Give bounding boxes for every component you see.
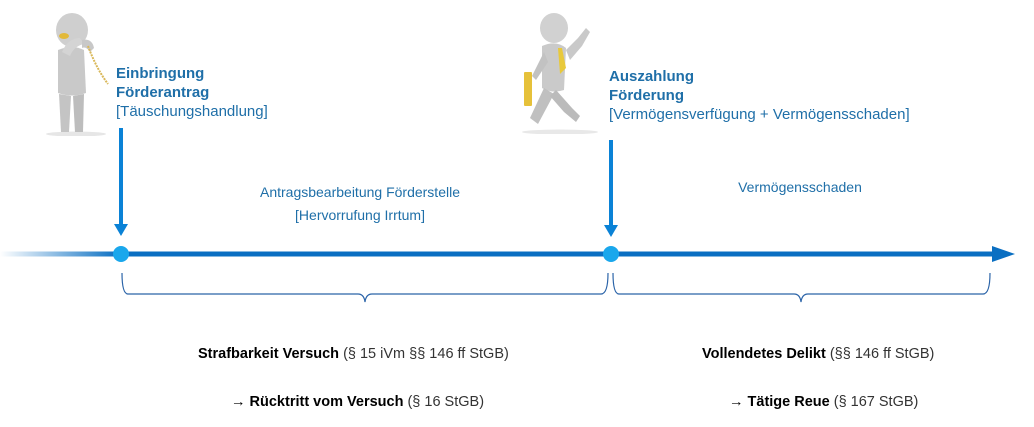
event-payout-label: Auszahlung Förderung [Vermögensverfügung… — [609, 67, 910, 124]
legal-remorse-title: Tätige Reue — [747, 394, 830, 410]
legal-completed-ref: (§§ 146 ff StGB) — [825, 346, 935, 362]
event-marker-icon — [603, 246, 619, 262]
phase-line1: Antragsbearbeitung Förderstelle — [259, 184, 460, 200]
event-title-line1: Auszahlung — [609, 68, 694, 85]
timeline-axis — [0, 246, 1015, 262]
phase-line2: [Hervorrufung Irrtum] — [295, 207, 425, 223]
arrow-down-icon — [114, 128, 128, 236]
event-marker-icon — [113, 246, 129, 262]
event-title-line2: Förderantrag — [116, 84, 210, 101]
event-submission-label: Einbringung Förderantrag [Täuschungshand… — [116, 64, 268, 121]
legal-attempt-title: Strafbarkeit Versuch — [198, 346, 340, 362]
brace-attempt-icon — [121, 272, 609, 303]
arrow-right-icon: → — [231, 394, 250, 410]
event-title-line1: Einbringung — [116, 65, 205, 82]
phase-line1: Vermögensschaden — [738, 179, 862, 195]
legal-withdrawal-title: Rücktritt vom Versuch — [249, 394, 404, 410]
event-title-line2: Förderung — [609, 87, 684, 104]
legal-attempt-ref: (§ 15 iVm §§ 146 ff StGB) — [339, 346, 509, 362]
event-subtitle: [Vermögensverfügung + Vermögensschaden] — [609, 106, 910, 123]
legal-attempt: Strafbarkeit Versuch (§ 15 iVm §§ 146 ff… — [198, 346, 509, 362]
arrow-right-icon: → — [729, 394, 748, 410]
legal-completed: Vollendetes Delikt (§§ 146 ff StGB) — [702, 346, 934, 362]
legal-completed-title: Vollendetes Delikt — [702, 346, 826, 362]
event-subtitle: [Täuschungshandlung] — [116, 103, 268, 120]
person-on-phone-icon — [38, 8, 113, 136]
legal-remorse: → Tätige Reue (§ 167 StGB) — [729, 394, 918, 410]
phase-processing-label: Antragsbearbeitung Förderstelle [Hervorr… — [180, 181, 540, 227]
timeline — [0, 128, 1015, 303]
brace-completed-icon — [612, 272, 991, 303]
arrow-down-icon — [604, 140, 618, 237]
person-running-with-briefcase-icon — [520, 8, 600, 134]
legal-withdrawal-ref: (§ 16 StGB) — [403, 394, 485, 410]
legal-withdrawal: → Rücktritt vom Versuch (§ 16 StGB) — [231, 394, 484, 410]
timeline-arrowhead-icon — [992, 246, 1015, 262]
legal-remorse-ref: (§ 167 StGB) — [829, 394, 919, 410]
phase-damage-label: Vermögensschaden — [680, 176, 920, 199]
